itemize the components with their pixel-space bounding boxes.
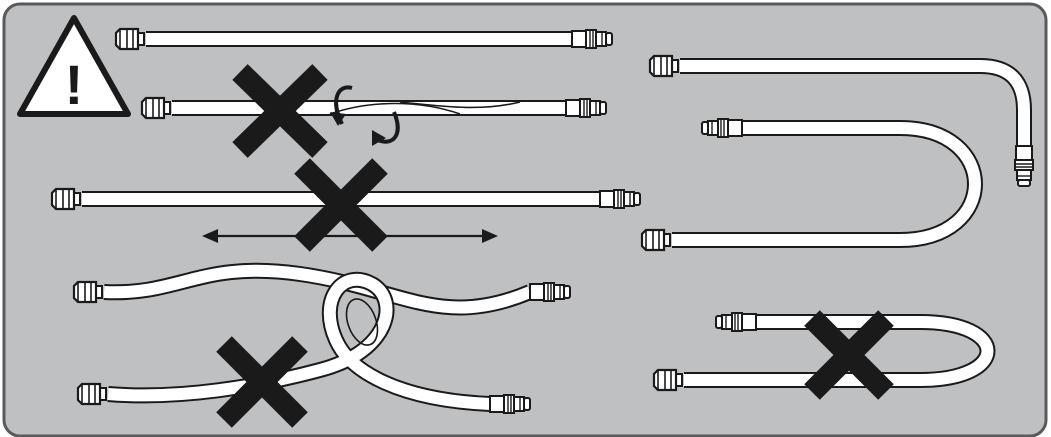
- twist-arrow-icon: [330, 85, 400, 146]
- l-bend-hose: [648, 54, 1034, 187]
- twisted-hose: [140, 96, 607, 120]
- warning-symbol: !: [65, 53, 84, 116]
- tight-bend-hose-cross: [804, 310, 894, 400]
- looped-hose-cross: [216, 336, 308, 428]
- curved-hose: [72, 262, 571, 316]
- twisted-hose-cross: [232, 64, 328, 158]
- u-bend-hose: [640, 118, 983, 252]
- stretched-hose-cross: [294, 158, 388, 252]
- warning-triangle-icon: !: [17, 15, 131, 117]
- tight-bend-hose: [652, 312, 996, 392]
- double-arrow-icon: [202, 229, 498, 243]
- straight-hose: [114, 27, 613, 51]
